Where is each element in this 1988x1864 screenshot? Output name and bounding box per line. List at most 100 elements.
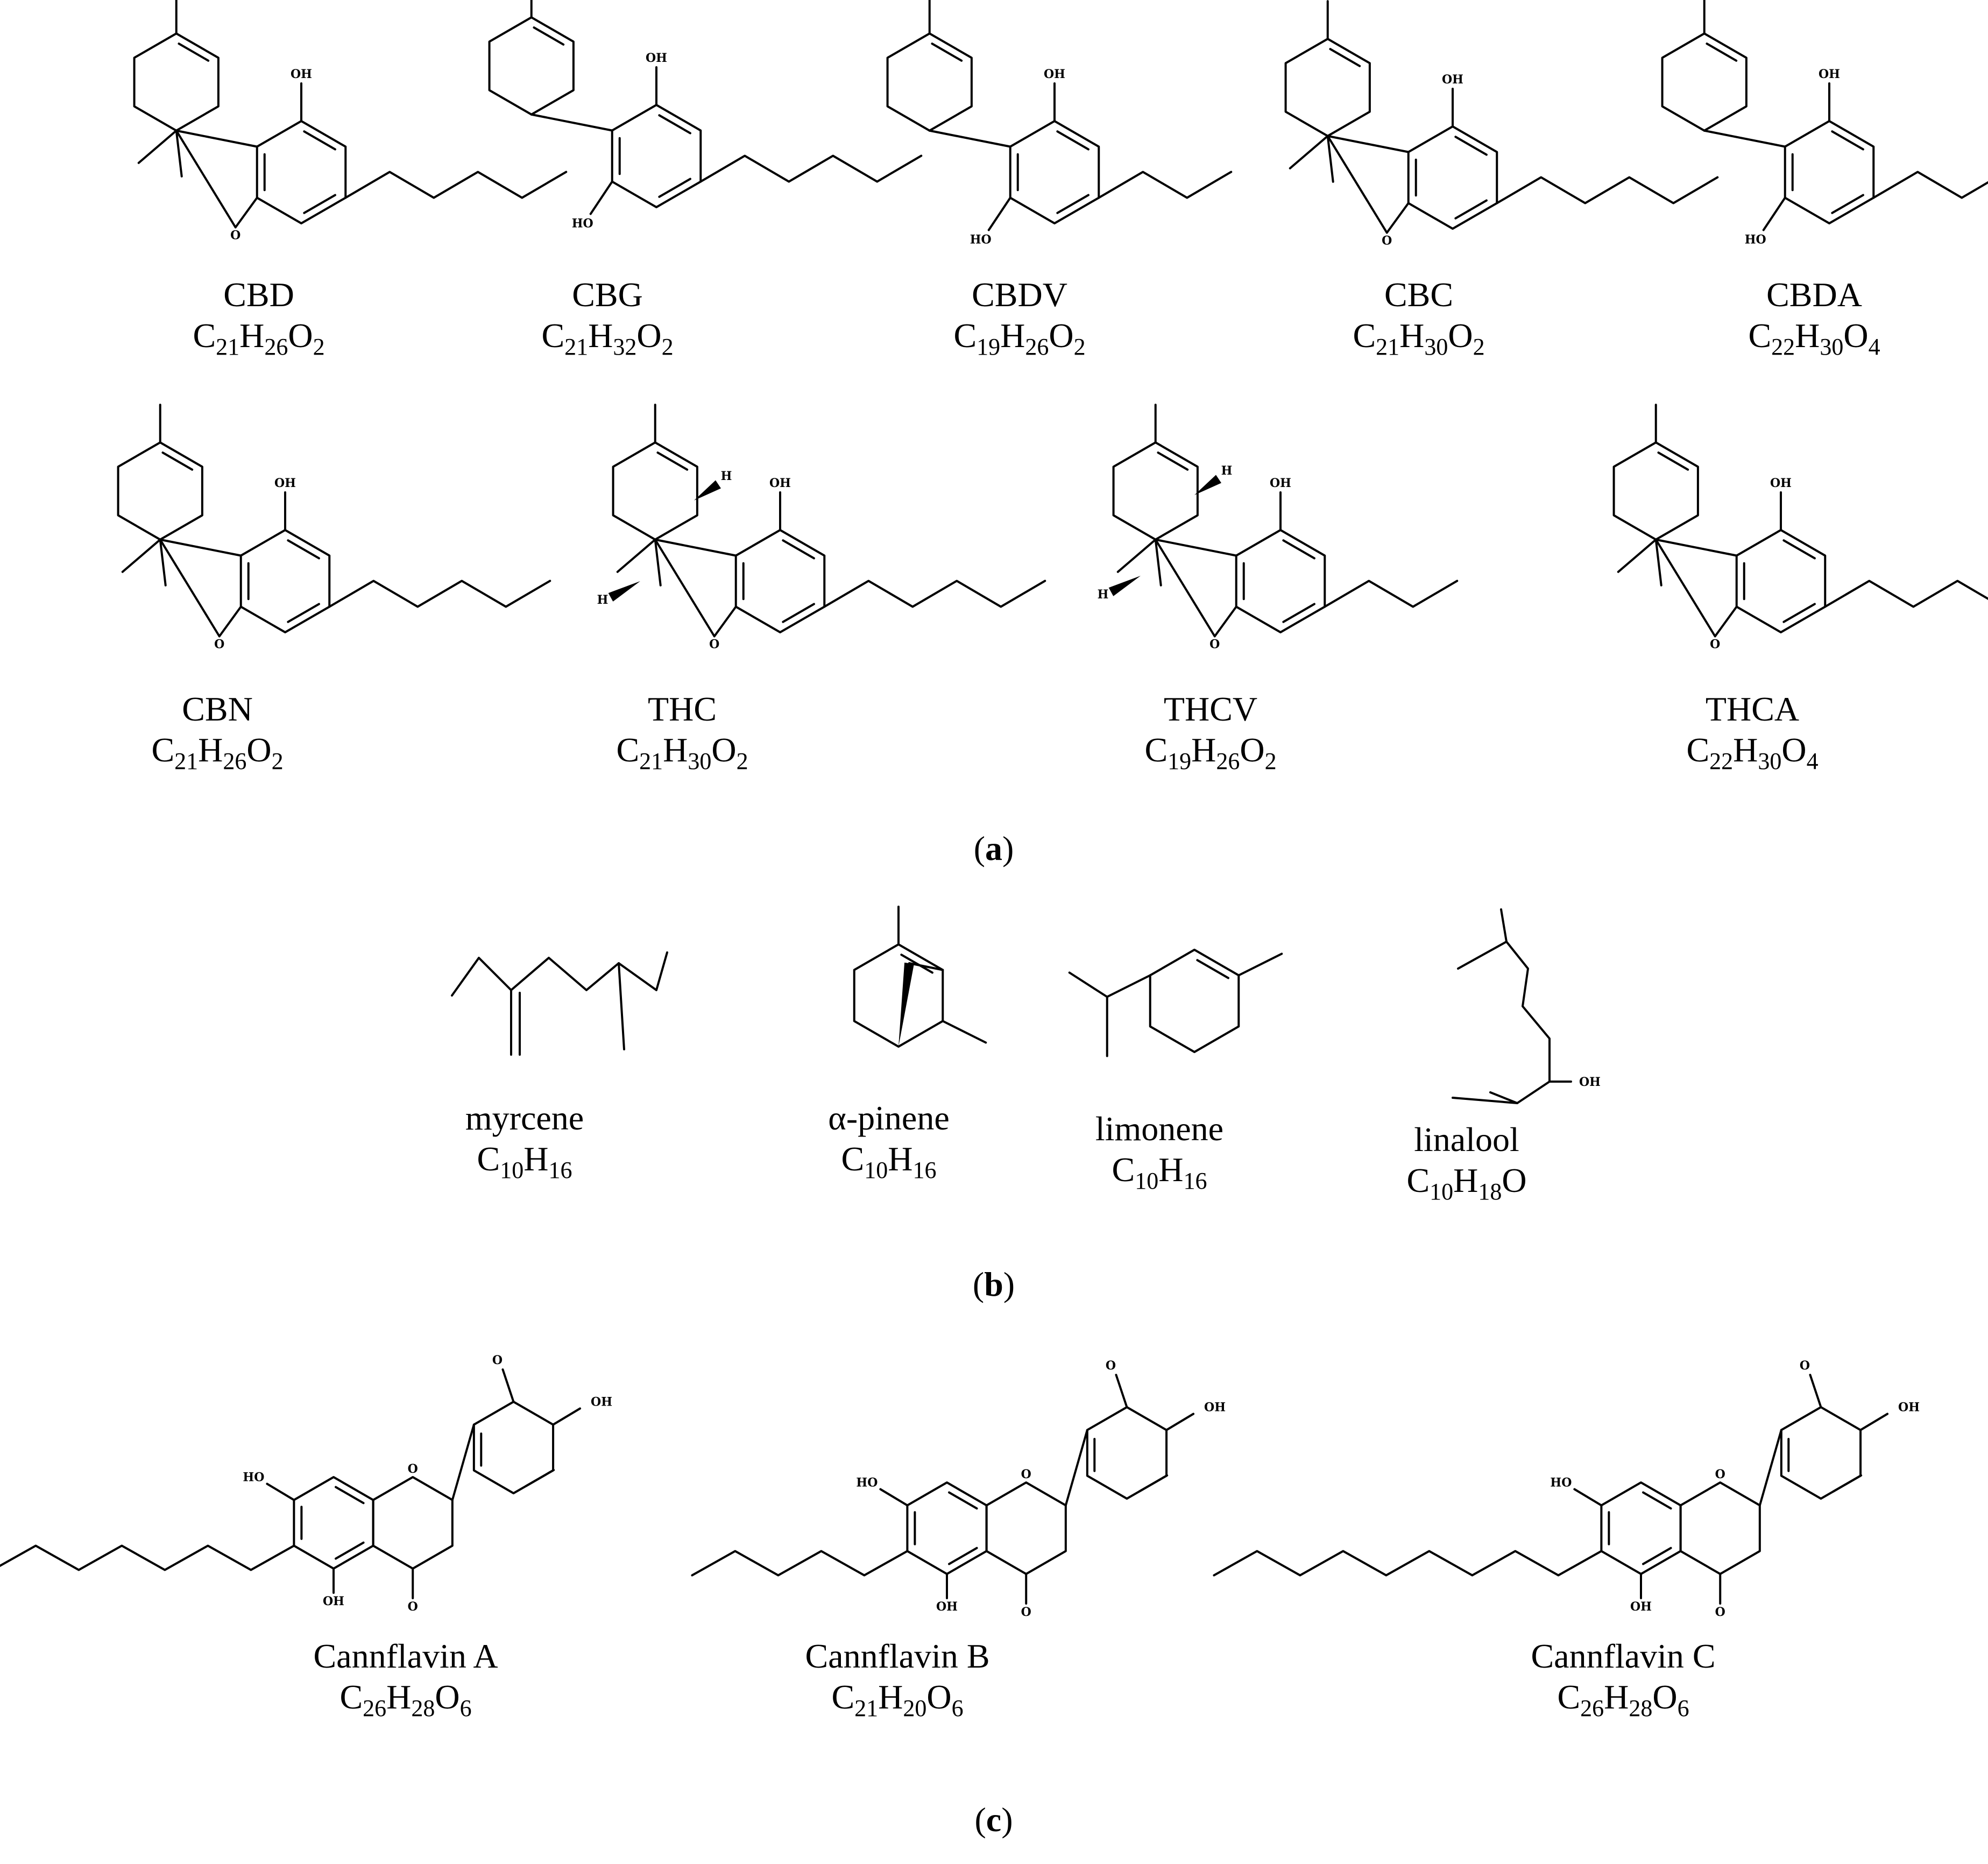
double-bond <box>1329 48 1361 67</box>
bond-path <box>451 951 668 997</box>
atom-label-oh: OH <box>769 476 791 490</box>
bond-path <box>1703 129 1786 148</box>
bond-path <box>691 1550 909 1577</box>
atom-label-o: O <box>1021 1467 1031 1481</box>
compound-label-thc: THC C21H30O2 <box>521 689 844 773</box>
bond-path <box>0 1544 295 1571</box>
bond-path <box>1068 971 1108 998</box>
bond-path <box>1784 120 1875 224</box>
double-bond <box>1138 1474 1169 1493</box>
bond-path <box>1115 1374 1128 1408</box>
bond-path <box>1600 1481 1682 1575</box>
wedge-bond <box>1194 475 1221 495</box>
bond-path <box>501 1368 515 1403</box>
double-bond <box>1282 603 1315 623</box>
atom-label-o: O <box>492 1353 503 1367</box>
atom-label-ho: HO <box>856 1476 878 1490</box>
double-bond <box>1782 539 1816 560</box>
compound-formula: C10H16 <box>477 1140 572 1183</box>
double-bond <box>1782 603 1816 623</box>
double-bond <box>335 1486 365 1505</box>
atom-label-o: O <box>1382 234 1392 248</box>
bond-path <box>853 943 944 1048</box>
bond-path <box>589 180 613 215</box>
compound-label-thcv: THCV C19H26O2 <box>1049 689 1372 773</box>
bond-path <box>1116 538 1157 573</box>
double-bond <box>948 1491 978 1510</box>
double-bond <box>1157 451 1189 471</box>
compound-name: limonene <box>1095 1110 1224 1148</box>
atom-label-oh: OH <box>291 67 312 81</box>
bond-path <box>1098 171 1233 199</box>
double-bond <box>931 43 963 62</box>
bond-path <box>1154 538 1237 638</box>
bond-path <box>451 1423 475 1501</box>
structure-thca: OHO <box>1612 404 1988 652</box>
compound-name: THC <box>648 690 717 728</box>
bond-path <box>1758 1429 1782 1507</box>
bond-path <box>1407 125 1498 230</box>
atom-label-o: O <box>1715 1605 1725 1619</box>
double-bond <box>303 194 336 214</box>
atom-label-o: O <box>408 1462 418 1476</box>
bond-path <box>266 1482 295 1501</box>
double-bond <box>1832 1474 1863 1493</box>
double-bond <box>335 1541 365 1560</box>
atom-label-oh: OH <box>274 476 296 490</box>
bond-path <box>133 32 220 132</box>
compound-label-myrcene: myrcene C10H16 <box>363 1098 686 1183</box>
bond-path <box>1154 538 1162 587</box>
compound-label-thca: THCA C22H30O4 <box>1591 689 1914 773</box>
atom-label-o: O <box>709 638 719 652</box>
compound-name: Cannflavin C <box>1531 1637 1716 1675</box>
wedge-bond <box>694 480 721 500</box>
atom-label-oh: OH <box>323 1594 344 1608</box>
compound-formula: C26H28O6 <box>1557 1678 1689 1721</box>
compound-name: CBDA <box>1766 276 1862 314</box>
double-bond <box>948 1547 978 1565</box>
atom-label-oh: OH <box>936 1600 958 1614</box>
compound-label-cannflavin-b: Cannflavin B C21H20O6 <box>736 1636 1059 1720</box>
bond-path <box>1213 1550 1603 1577</box>
compound-name: CBN <box>182 690 253 728</box>
compound-label-cbda: CBDA C22H30O4 <box>1653 274 1976 359</box>
bond-path <box>654 538 662 587</box>
structure-thcv: OHO <box>1112 404 1459 652</box>
bond-path <box>1654 538 1662 587</box>
bond-path <box>1654 538 1738 638</box>
atom-label-oh: OH <box>1819 67 1840 81</box>
stereo-h-1: HH <box>1098 464 1233 602</box>
atom-label-oh: OH <box>1770 476 1792 490</box>
atom-label-h: H <box>721 469 732 483</box>
compound-formula: C21H32O2 <box>541 316 674 360</box>
compound-label-linalool: linalool C10H18O <box>1305 1119 1628 1205</box>
bond-path <box>328 580 551 608</box>
atom-label-o: O <box>1106 1359 1116 1373</box>
panel-label-c: (c) <box>974 1801 1013 1839</box>
double-bond <box>658 114 691 135</box>
bond-path <box>159 538 242 557</box>
double-bond <box>1831 194 1864 214</box>
bond-path <box>1165 1413 1195 1431</box>
bond-path <box>1496 176 1719 204</box>
compound-formula: C26H28O6 <box>339 1678 472 1721</box>
bond-path <box>175 129 258 148</box>
atom-label-oh: OH <box>1630 1600 1652 1614</box>
compound-formula: C10H18O <box>1406 1161 1527 1205</box>
double-bond <box>178 43 210 62</box>
bond-path <box>117 441 203 541</box>
bond-path <box>699 154 923 183</box>
bond-path <box>1064 1429 1088 1507</box>
wedge-bond <box>608 581 640 602</box>
bond-path <box>1735 529 1827 633</box>
double-bond <box>287 539 320 560</box>
compound-label-cannflavin-a: Cannflavin A C26H28O6 <box>244 1636 567 1721</box>
bond-path <box>1112 441 1199 541</box>
atom-label-o: O <box>1021 1605 1031 1619</box>
bond-path <box>942 1020 987 1044</box>
